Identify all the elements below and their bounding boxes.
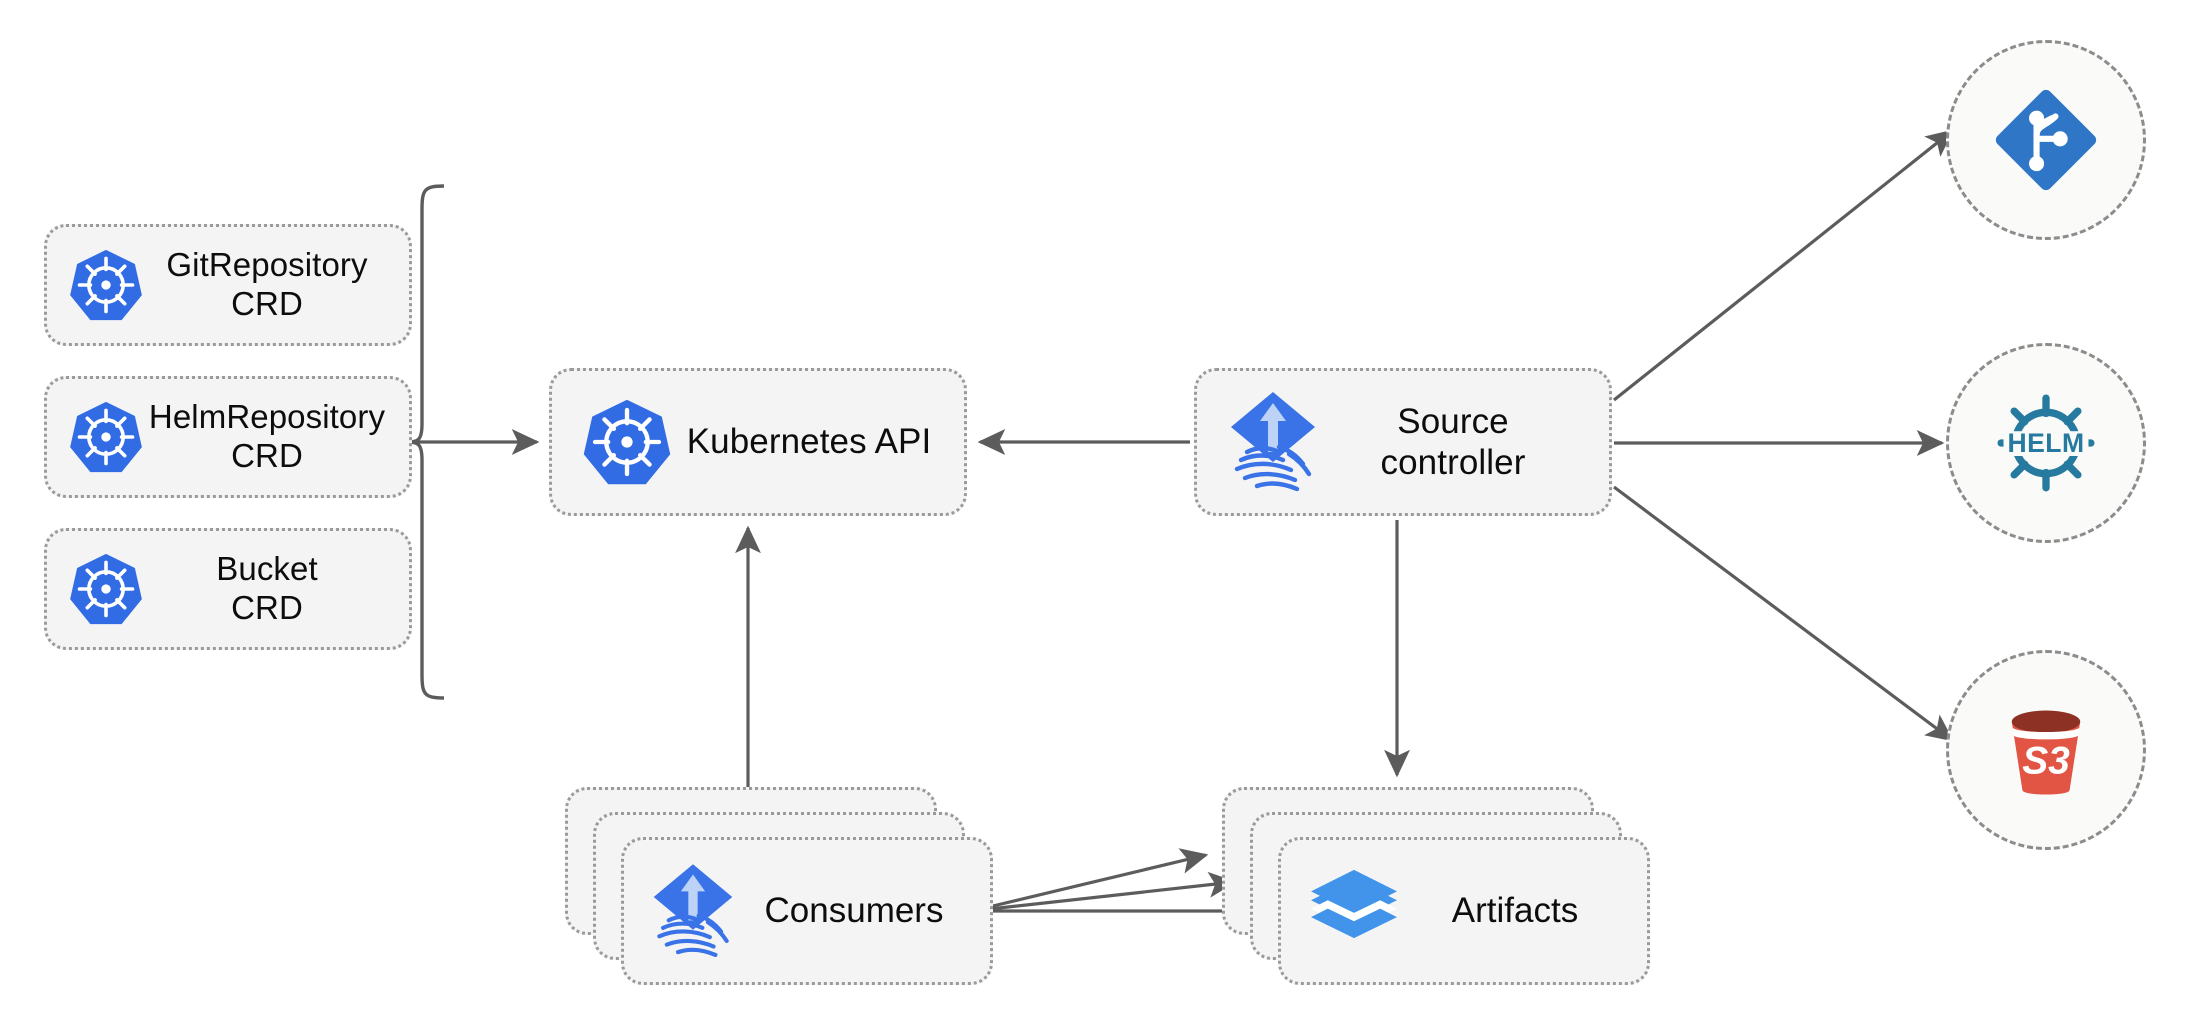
crd-card-label: Bucket CRD (216, 550, 318, 626)
edge-consumers-to-artifacts-1 (971, 848, 1209, 913)
layers-icon (1307, 868, 1401, 954)
edge-source-to-s3 (1613, 485, 1954, 742)
node-label: Consumers (764, 891, 944, 930)
external-source-s3[interactable]: S3 (1946, 650, 2146, 850)
node-label: Kubernetes API (686, 422, 932, 462)
crd-group-bracket (407, 184, 445, 700)
external-source-git[interactable] (1946, 40, 2146, 240)
consumers-stack-sheet-front[interactable]: Consumers (621, 837, 993, 985)
helm-icon: HELM (1984, 381, 2108, 505)
external-source-helm[interactable]: HELM (1946, 343, 2146, 543)
kubernetes-icon (67, 398, 145, 476)
git-icon (1984, 78, 2108, 202)
crd-card-label: HelmRepository CRD (148, 398, 386, 474)
s3-icon: S3 (1984, 688, 2108, 812)
crd-card-label: GitRepository CRD (166, 246, 368, 322)
flux-icon (650, 862, 736, 960)
crd-card-bucket[interactable]: Bucket CRD (44, 528, 412, 650)
crd-card-helmrepository[interactable]: HelmRepository CRD (44, 376, 412, 498)
s3-wordmark: S3 (2022, 740, 2070, 783)
kubernetes-icon (580, 395, 674, 489)
flux-icon (1227, 390, 1319, 494)
node-source-controller[interactable]: Source controller (1194, 368, 1612, 516)
crd-card-gitrepository[interactable]: GitRepository CRD (44, 224, 412, 346)
node-label: Source controller (1380, 401, 1526, 482)
edge-consumers-to-artifacts-2 (971, 871, 1237, 913)
kubernetes-icon (67, 246, 145, 324)
node-kubernetes-api[interactable]: Kubernetes API (549, 368, 967, 516)
helm-wordmark: HELM (2007, 428, 2084, 458)
kubernetes-icon (67, 550, 145, 628)
edge-source-to-git (1613, 129, 1954, 402)
artifacts-stack-sheet-front[interactable]: Artifacts (1278, 837, 1650, 985)
node-label: Artifacts (1451, 891, 1579, 930)
